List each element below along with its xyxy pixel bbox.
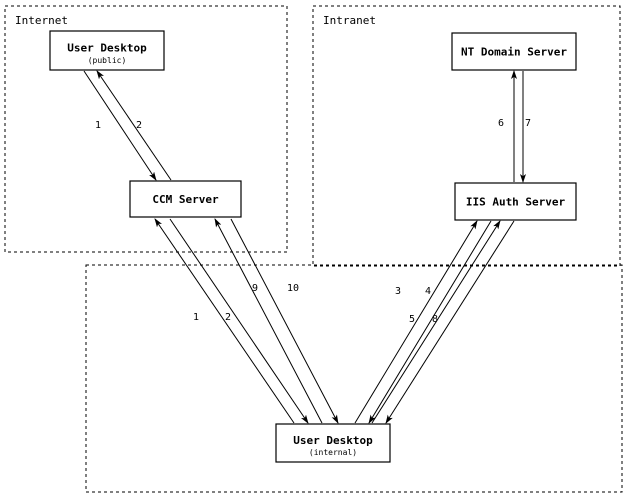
zones-layer: Internet Intranet	[4, 5, 623, 493]
flow-arrow-flow-1-public	[83, 70, 157, 181]
edge-label-1-bottom: 1	[193, 312, 199, 323]
flow-arrow-flow-2-internal	[169, 218, 309, 424]
flow-arrow-flow-2-public	[96, 70, 172, 181]
flow-arrow-flow-5	[371, 220, 501, 424]
edge-labels-layer: 1 2 6 7 9 10 3 4 1 2 5 8	[95, 118, 531, 325]
edge-label-6: 6	[498, 118, 504, 129]
flow-arrow-flow-3	[354, 220, 478, 424]
flow-arrow-flow-1-internal	[154, 218, 295, 424]
edge-label-8: 8	[432, 314, 438, 325]
node-title-user-desktop-internal: User Desktop	[293, 434, 373, 447]
flows-layer	[83, 70, 526, 424]
edge-label-5: 5	[409, 314, 415, 325]
edge-label-1-top: 1	[95, 120, 101, 131]
node-iis-auth-server[interactable]: IIS Auth Server	[454, 182, 577, 221]
node-user-desktop-public[interactable]: User Desktop(public)	[49, 30, 165, 71]
node-box-iis-auth-server	[454, 182, 577, 221]
edge-label-7: 7	[525, 118, 531, 129]
flow-arrow-flow-10	[230, 218, 339, 424]
node-title-user-desktop-public: User Desktop	[67, 42, 147, 55]
edge-label-3: 3	[395, 286, 401, 297]
node-title-ccm-server: CCM Server	[152, 193, 219, 206]
node-box-user-desktop-internal	[275, 423, 391, 463]
edge-label-10: 10	[287, 283, 299, 294]
zone-box-intranet	[312, 5, 621, 267]
edge-label-9: 9	[252, 283, 258, 294]
node-subtitle-user-desktop-internal: (internal)	[309, 448, 357, 457]
edge-label-2-top: 2	[136, 120, 142, 131]
node-title-nt-domain-server: NT Domain Server	[461, 46, 567, 59]
node-box-nt-domain-server	[451, 32, 577, 71]
edge-label-4: 4	[425, 286, 431, 297]
zone-box-internet	[4, 5, 288, 253]
zone-label-intranet: Intranet	[323, 14, 376, 27]
zone-label-internet: Internet	[15, 14, 68, 27]
node-ccm-server[interactable]: CCM Server	[129, 180, 242, 218]
flow-arrow-flow-4	[368, 220, 492, 424]
node-user-desktop-internal[interactable]: User Desktop(internal)	[275, 423, 391, 463]
node-title-iis-auth-server: IIS Auth Server	[466, 196, 566, 209]
flow-arrow-flow-8	[385, 220, 515, 424]
node-box-ccm-server	[129, 180, 242, 218]
node-box-user-desktop-public	[49, 30, 165, 71]
edge-label-2-bottom: 2	[225, 312, 231, 323]
flow-arrow-flow-9	[214, 218, 323, 424]
node-nt-domain-server[interactable]: NT Domain Server	[451, 32, 577, 71]
zone-box-internal	[85, 264, 623, 493]
node-subtitle-user-desktop-public: (public)	[88, 56, 127, 65]
